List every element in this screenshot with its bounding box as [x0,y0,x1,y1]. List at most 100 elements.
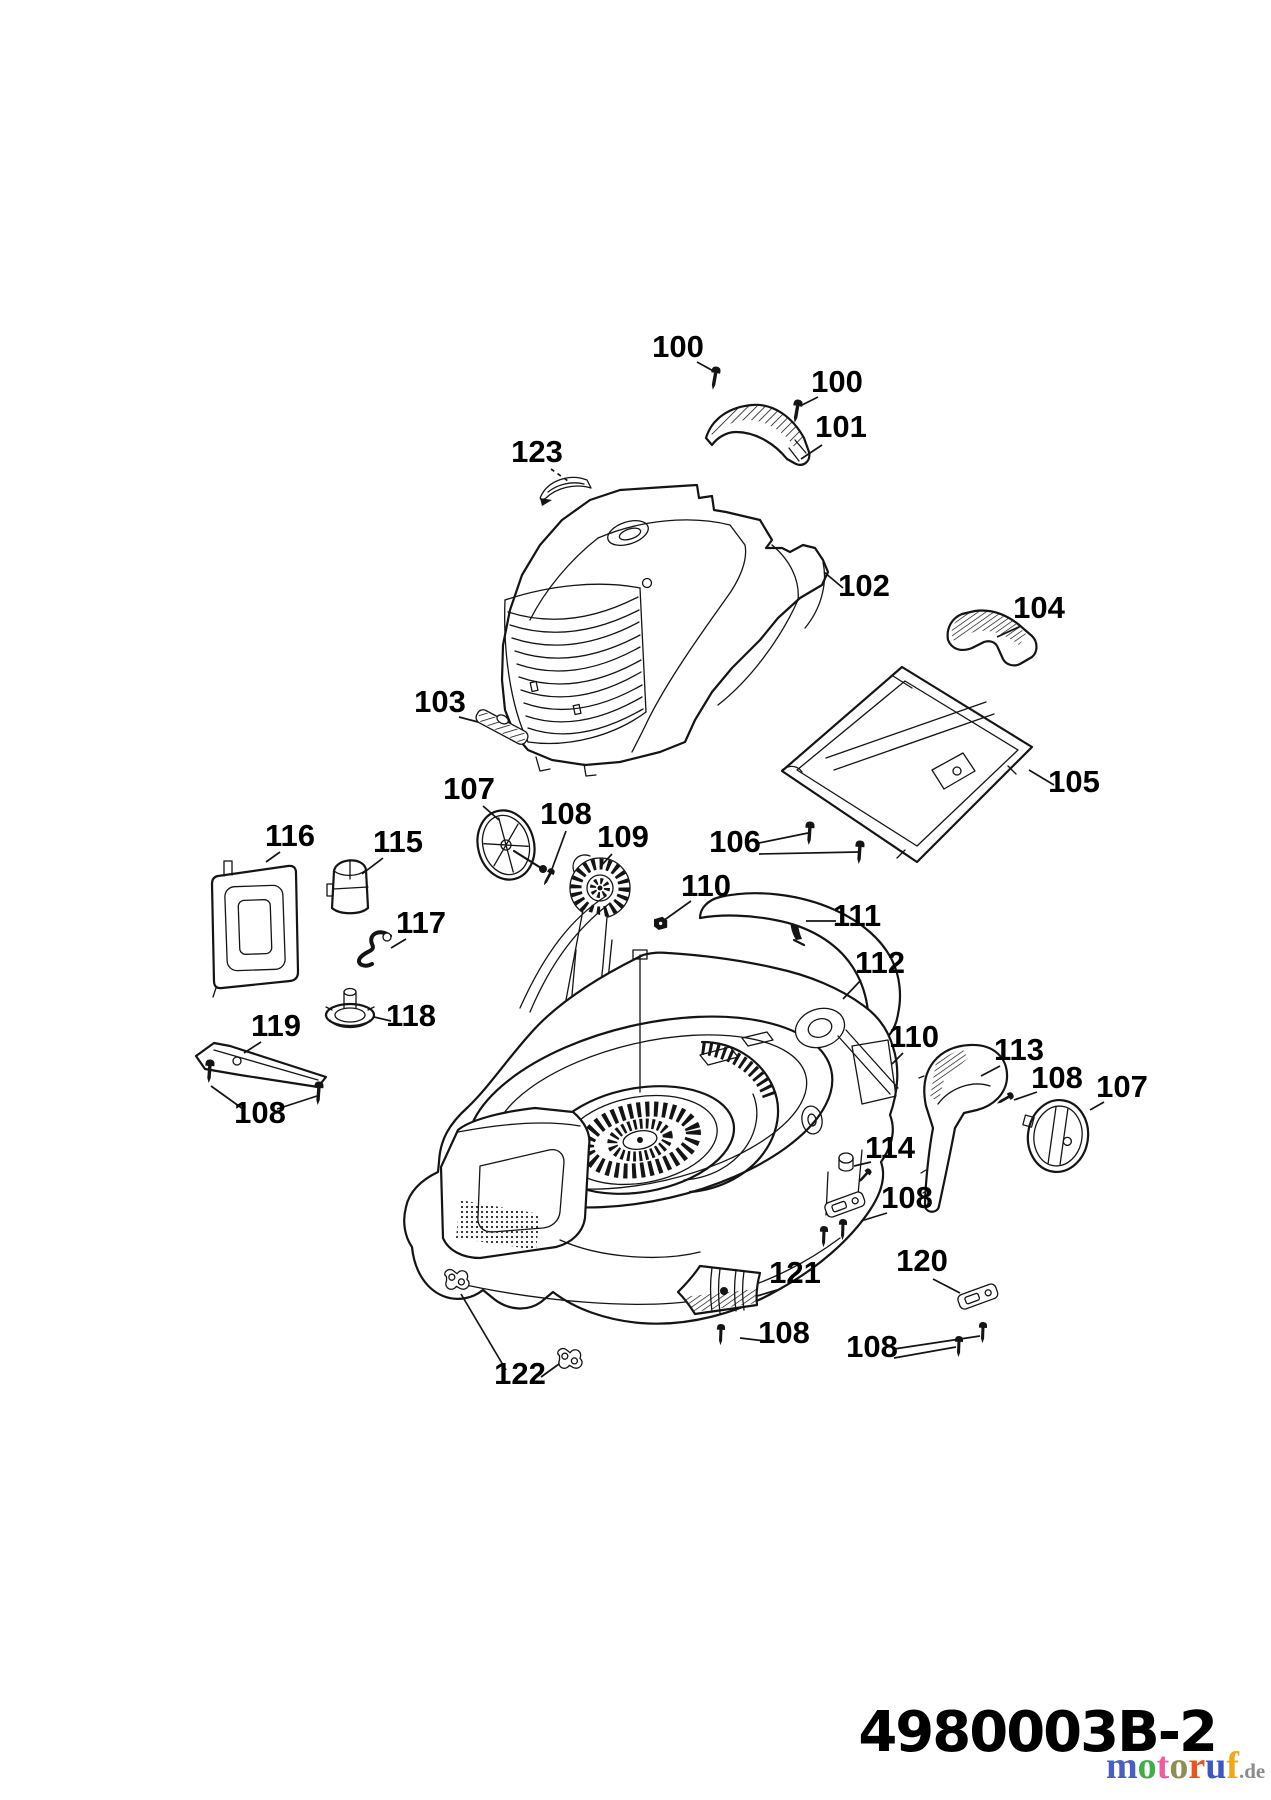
part-label-110: 110 [681,868,731,903]
leader-line-108 [893,1335,981,1350]
part-label-100: 100 [811,364,863,399]
part-label-121: 121 [769,1255,821,1290]
part-label-107: 107 [443,771,495,806]
screw-100-right [790,398,804,424]
part-label-118: 118 [386,998,436,1033]
leader-line-122 [540,1363,560,1378]
switch-clip-117 [357,930,392,968]
part-label-101: 101 [815,409,867,444]
screw-108-right [313,1081,324,1106]
part-label-106: 106 [709,824,761,859]
leader-line-108 [551,830,567,870]
screw-108-plate [716,1323,726,1346]
leader-line-100 [799,396,819,407]
part-label-111: 111 [833,898,881,933]
front-wheel-107 [476,809,547,881]
part-label-102: 102 [838,568,890,603]
clip-122-b [554,1343,585,1374]
mounting-bracket-lower-120 [955,1281,1000,1312]
leader-line-108 [210,1085,244,1110]
motoruf-domain-suffix[interactable]: .de [1238,1759,1266,1783]
leader-line-110 [662,900,692,922]
leader-line-112 [842,979,862,1000]
motoruf-letter[interactable]: t [1156,1745,1170,1787]
part-label-104: 104 [1013,590,1065,625]
motor-cover-102 [500,483,830,777]
leader-line-108 [1013,1091,1038,1101]
part-label-100: 100 [652,329,704,364]
leader-line-118 [373,1016,392,1022]
leader-line-123 [550,468,569,482]
leader-line-121 [756,1289,778,1297]
part-label-108: 108 [758,1315,810,1350]
cable-clip-123 [539,476,592,506]
capacitor-115 [326,859,370,915]
leader-line-108 [860,1212,888,1222]
mower-deck-112 [403,892,902,1325]
leader-line-109 [599,853,613,868]
motoruf-letter[interactable]: m [1106,1745,1138,1787]
motoruf-letter[interactable]: r [1188,1745,1206,1787]
leader-line-108 [893,1346,957,1359]
cover-louvres [504,583,647,745]
rear-wheel-107 [1022,1099,1090,1173]
leader-line-122 [460,1293,507,1371]
leader-line-105 [1028,769,1055,786]
bolt-bar-103 [475,709,529,745]
part-label-123: 123 [511,434,563,469]
leader-line-108 [739,1337,766,1342]
part-label-119: 119 [251,1008,301,1043]
cord-frame-116 [210,860,300,998]
part-label-109: 109 [597,819,649,854]
part-label-108: 108 [1031,1060,1083,1095]
part-label-114: 114 [865,1130,916,1165]
part-label-116: 116 [265,818,315,853]
part-label-110: 110 [889,1019,939,1054]
leader-line-120 [932,1278,961,1294]
leader-line-101 [800,444,823,460]
leader-line-102 [823,571,844,589]
motoruf-letter[interactable]: f [1226,1745,1239,1787]
front-housing [439,1106,591,1260]
bearing-cap-118 [324,987,376,1029]
leader-line-119 [243,1041,262,1054]
side-skirt-119 [194,1041,328,1089]
side-cover-113 [918,1043,1009,1213]
handle-grip-101 [704,403,811,466]
leader-line-116 [265,851,281,863]
part-label-117: 117 [396,905,446,940]
part-label-115: 115 [373,824,423,859]
leader-line-107 [1089,1101,1105,1111]
motoruf-logo[interactable]: motoruf.de [1106,1747,1265,1785]
leader-line-100 [696,361,718,374]
motoruf-letter[interactable]: o [1169,1745,1189,1787]
leader-line-110 [891,1052,904,1065]
leader-line-107 [482,805,500,821]
part-label-122: 122 [494,1356,546,1391]
spacer-114 [838,1152,873,1185]
leader-line-115 [361,857,384,875]
volute-baffle [683,1040,779,1194]
part-label-103: 103 [414,684,466,719]
motoruf-letter[interactable]: u [1205,1745,1227,1787]
part-label-107: 107 [1096,1069,1148,1104]
part-label-120: 120 [896,1243,948,1278]
screw-108-lower-a [978,1321,988,1344]
drawing-number: 4980003B-2 [858,1700,1218,1765]
leader-line-106 [758,832,809,844]
leader-line-114 [853,1161,872,1167]
leader-line-106 [758,851,859,855]
part-label-108: 108 [881,1180,933,1215]
leader-line-104 [996,625,1022,638]
part-label-112: 112 [855,945,905,980]
leader-line-108 [276,1095,318,1110]
leader-line-113 [980,1065,1001,1077]
motoruf-letter[interactable]: o [1137,1745,1157,1787]
part-label-113: 113 [994,1032,1044,1067]
part-label-108: 108 [540,796,592,831]
part-label-108: 108 [234,1095,286,1130]
part-label-105: 105 [1048,764,1100,799]
